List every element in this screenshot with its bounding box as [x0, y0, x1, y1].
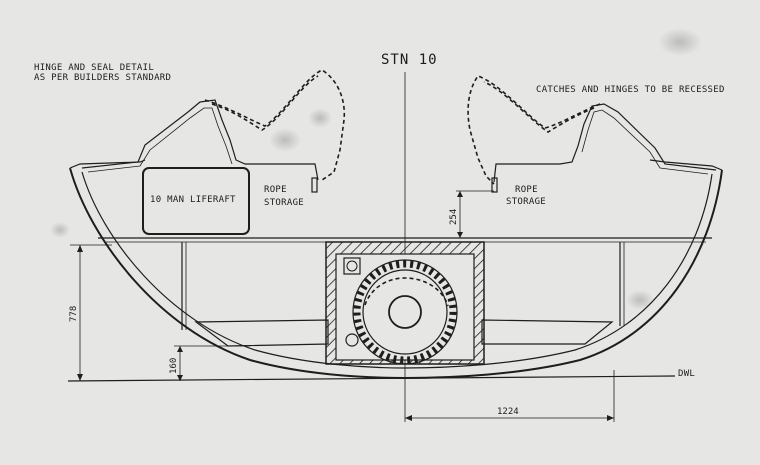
small-circle-b: [345, 333, 359, 347]
drum-outer-ring: [352, 259, 458, 365]
floor-panel-right: [481, 319, 614, 345]
liferaft-box: [142, 167, 250, 235]
gunwale-left: [69, 159, 146, 169]
cover-right-open-inner: [483, 81, 595, 133]
gunwale-right: [649, 159, 723, 171]
dimension-clearance: 160: [169, 345, 250, 381]
station-label: STN 10: [381, 52, 438, 68]
dimension-clearance-label: 160: [169, 358, 179, 374]
small-square: [343, 257, 361, 275]
hinge-left: [311, 177, 318, 193]
note-hinge-seal-1: HINGE AND SEAL DETAIL: [34, 63, 154, 73]
dimension-half-beam-label: 1224: [497, 407, 519, 417]
paper-stains: [50, 28, 702, 310]
liferaft-label: 10 MAN LIFERAFT: [150, 195, 236, 205]
hull-inner-skin: [81, 171, 713, 369]
rope-storage-left-2: STORAGE: [264, 198, 304, 208]
drum-hub: [388, 295, 422, 329]
note-catches-hinges: CATCHES AND HINGES TO BE RECESSED: [536, 85, 725, 95]
cover-right-closed: [493, 103, 717, 183]
dimension-half-beam: 1224: [404, 370, 615, 422]
drum-inner-ring: [362, 269, 448, 355]
note-hinge-seal-2: AS PER BUILDERS STANDARD: [34, 73, 171, 83]
rope-storage-left-1: ROPE: [264, 185, 287, 195]
dimension-depth-label: 778: [69, 306, 79, 322]
dimension-locker-label: 254: [449, 209, 459, 225]
cover-left-open-inner: [211, 75, 319, 131]
cover-left-closed-inner: [87, 107, 233, 173]
cover-left-closed: [81, 99, 319, 181]
waterline-label: DWL: [678, 369, 695, 379]
dimension-depth: 778: [69, 244, 112, 381]
drum-hatched-ring: [353, 260, 457, 364]
rope-storage-right-2: STORAGE: [506, 197, 546, 207]
dimension-locker: 254: [449, 190, 494, 238]
small-circle-a: [346, 260, 358, 272]
cover-right-closed-inner: [581, 109, 709, 175]
waterline: [67, 375, 676, 382]
drum-dashed-arc: [364, 277, 449, 307]
rope-storage-right-1: ROPE: [515, 185, 538, 195]
cover-right-open: [467, 75, 601, 185]
hinge-right: [491, 177, 498, 193]
